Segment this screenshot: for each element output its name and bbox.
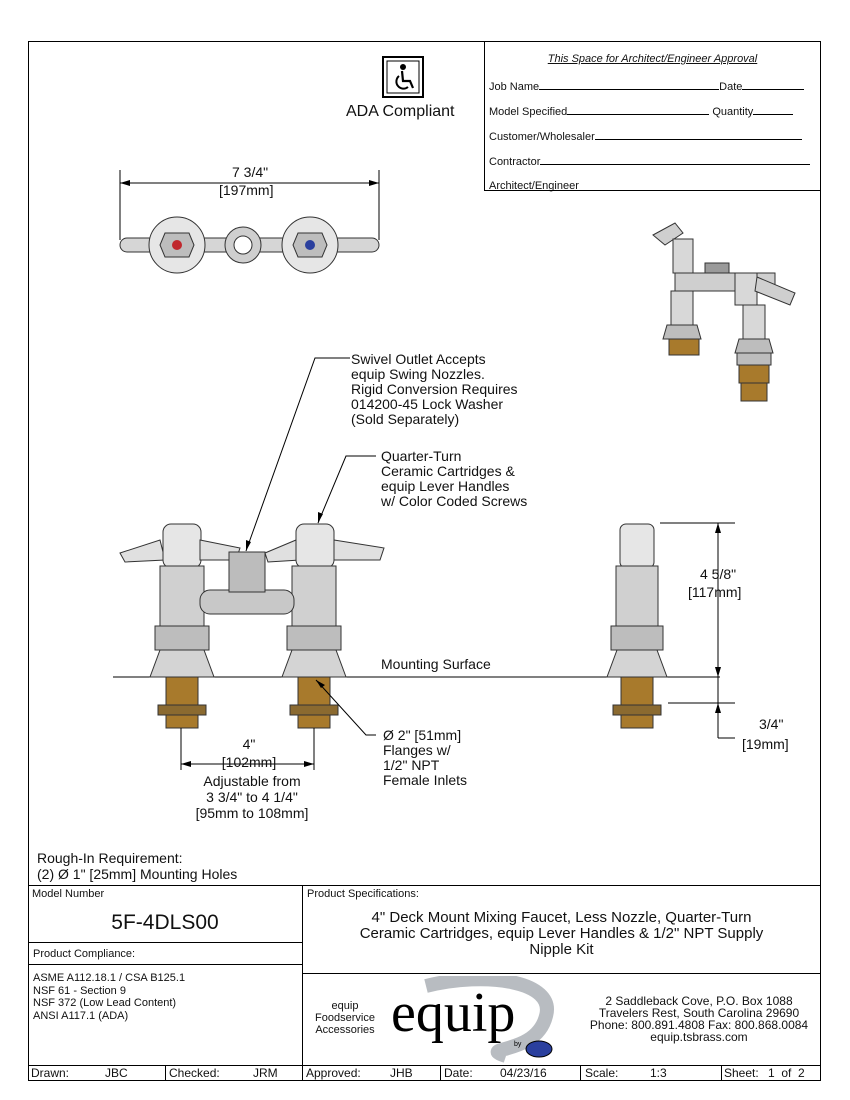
adjustable-line-3: [95mm to 108mm] (195, 805, 309, 821)
wheelchair-icon (382, 56, 424, 98)
height-mm: 117mm (691, 584, 738, 600)
adjustable-line-1: Adjustable from (203, 773, 301, 789)
rough-in-holes: (2) Ø 1" [25mm] Mounting Holes (37, 866, 238, 882)
address-line-1: 2 Saddleback Cove, P.O. Box 1088 (605, 994, 793, 1008)
checked-label: Checked: (169, 1066, 220, 1080)
center-in: 4" (242, 736, 256, 752)
model-specified-label: Model Specified (489, 106, 568, 118)
flange-callout: Ø 2" [51mm] Flanges w/ 1/2" NPT Female I… (383, 727, 468, 788)
spec-line-2: Ceramic Cartridges, equip Lever Handles … (359, 925, 764, 942)
top-view-drawing (119, 170, 380, 274)
web-link[interactable]: equip.tsbrass.com (650, 1030, 748, 1044)
width-mm: 197mm (222, 182, 270, 198)
checked-value: JRM (253, 1066, 278, 1080)
mounting-surface-label: Mounting Surface (381, 656, 491, 672)
quarter-turn-callout: Quarter-Turn Ceramic Cartridges & equip … (381, 448, 528, 509)
approval-box: This Space for Architect/Engineer Approv… (484, 41, 821, 192)
spec-line-1: 4" Deck Mount Mixing Faucet, Less Nozzle… (371, 909, 752, 926)
tagline-1: equip (331, 1000, 359, 1012)
date-value: 04/23/16 (500, 1066, 547, 1080)
scale-value: 1:3 (650, 1066, 667, 1080)
contractor-label: Contractor (489, 156, 541, 168)
equip-logo: equip by (391, 976, 554, 1063)
drawn-label: Drawn: (31, 1066, 70, 1080)
sheet-value: 1 of 2 (768, 1066, 805, 1080)
shank-mm: 19mm (745, 736, 785, 752)
model-number-label: Model Number (32, 888, 105, 900)
date-label: Date: (444, 1066, 473, 1080)
sheet-label: Sheet: (724, 1066, 759, 1080)
approved-value: JHB (390, 1066, 413, 1080)
isometric-view-drawing (652, 222, 796, 402)
adjustable-line-2: 3 3/4" to 4 1/4" (206, 789, 298, 805)
approval-title: This Space for Architect/Engineer Approv… (547, 53, 758, 65)
date-label: Date (719, 81, 743, 93)
tagline-2: Foodservice (315, 1012, 375, 1024)
tagline-3: Accessories (315, 1024, 375, 1036)
phone-line: Phone: 800.891.4808 Fax: 800.868.0084 (589, 1018, 809, 1032)
by-label: by (514, 1041, 522, 1048)
compliance-label: Product Compliance: (33, 948, 136, 960)
drawing-frame (28, 41, 821, 1081)
approved-label: Approved: (306, 1066, 361, 1080)
specs-label: Product Specifications: (307, 888, 419, 900)
ada-label: ADA Compliant (346, 103, 455, 120)
shank-in: 3/4" (759, 716, 784, 732)
job-name-label: Job Name (489, 81, 540, 93)
rough-in-title: Rough-In Requirement: (37, 850, 183, 866)
spec-line-3: Nipple Kit (529, 941, 594, 958)
width-in: 7 3/4" (232, 164, 269, 180)
scale-label: Scale: (585, 1066, 619, 1080)
height-in: 4 5/8" (700, 566, 737, 582)
center-mm: 102mm (225, 754, 273, 770)
model-number: 5F-4DLS00 (111, 911, 219, 934)
compliance-item: ASME A112.18.1 / CSA B125.1 (33, 972, 186, 984)
compliance-item: NSF 61 - Section 9 (33, 984, 126, 997)
quantity-label: Quantity (712, 106, 754, 118)
architect-label: Architect/Engineer (489, 180, 579, 192)
equip-logo-text: equip (391, 982, 515, 1044)
swivel-callout: Swivel Outlet Accepts equip Swing Nozzle… (351, 351, 518, 427)
customer-label: Customer/Wholesaler (489, 131, 595, 143)
drawn-value: JBC (105, 1066, 128, 1080)
address-line-2: Travelers Rest, South Carolina 29690 (598, 1006, 800, 1020)
compliance-item: NSF 372 (Low Lead Content) (33, 997, 177, 1009)
compliance-item: ANSI A117.1 (ADA) (33, 1009, 129, 1022)
